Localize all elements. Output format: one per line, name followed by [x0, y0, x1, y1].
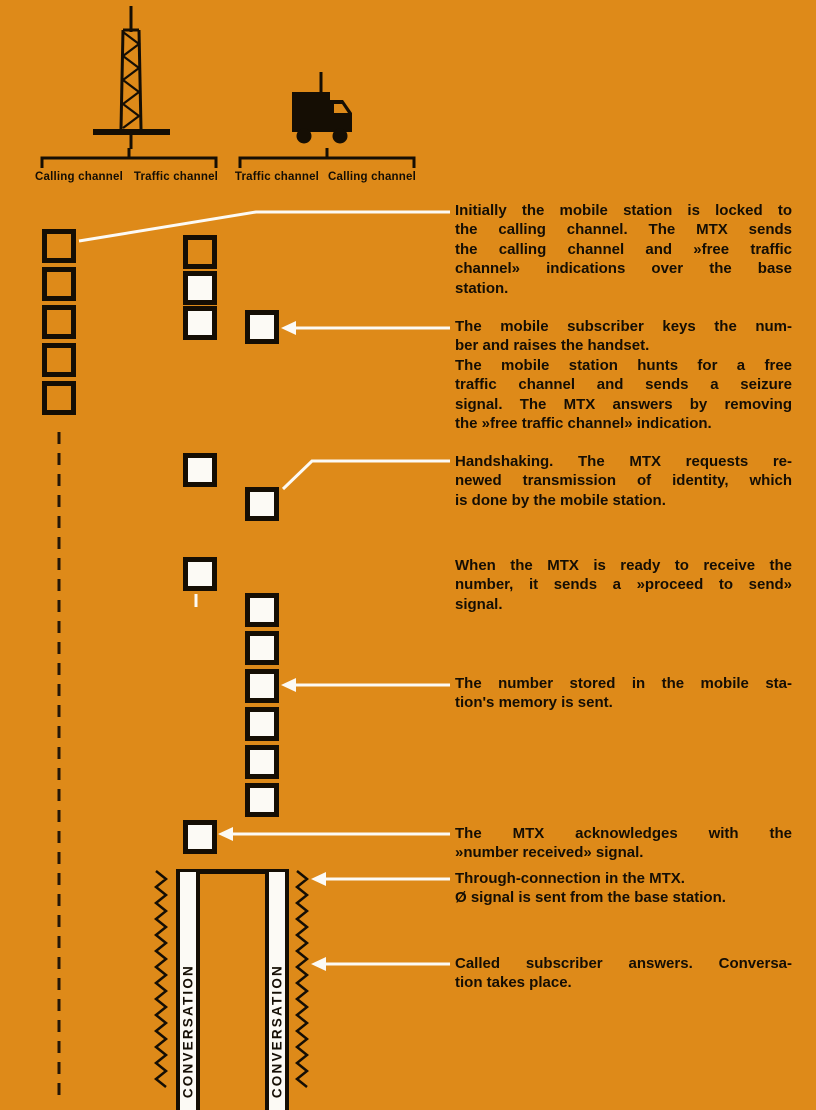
annotation-block: When the MTX is ready to receive the numb…: [455, 556, 792, 614]
signal-square: [183, 557, 217, 591]
signal-square: [245, 669, 279, 703]
annotation-line: Called subscriber answers. Conversa-: [455, 955, 792, 972]
annotation-line: number, it sends a »proceed to send»: [455, 576, 792, 594]
annotation-line: Ø signal is sent from the base station.: [455, 889, 726, 907]
annotation-line: signal.: [455, 595, 503, 613]
annotation-line: signal. The MTX answers by removing: [455, 395, 792, 413]
conversation-label-right: CONVERSATION: [269, 963, 285, 1098]
mobile-calling-channel-label: Calling channel: [328, 171, 416, 183]
signal-square: [42, 381, 76, 415]
annotation-line: Through-connection in the MTX.: [455, 870, 685, 887]
annotation-line: tion takes place.: [455, 974, 572, 992]
signal-square: [183, 453, 217, 487]
conversation-bar-left: CONVERSATION: [176, 872, 200, 1110]
annotation-line: The mobile subscriber keys the num-: [455, 318, 792, 335]
signal-square: [42, 267, 76, 301]
annotation-line: station.: [455, 279, 509, 297]
annotation-line: When the MTX is ready to receive the: [455, 557, 792, 574]
annotation-block: The MTX acknowledges with the »number rec…: [455, 824, 792, 863]
signal-square: [183, 306, 217, 340]
annotation-block: Through-connection in the MTX. Ø signal i…: [455, 869, 792, 908]
annotation-block: Initially the mobile station is locked t…: [455, 201, 792, 298]
base-traffic-channel-label: Traffic channel: [133, 171, 219, 183]
conversation-bar-right: CONVERSATION: [265, 872, 289, 1110]
signal-square: [245, 745, 279, 779]
through-connection-line: [176, 869, 289, 874]
annotation-line: The number stored in the mobile sta-: [455, 675, 792, 692]
signal-square: [183, 271, 217, 305]
annotation-line: channel» indications over the base: [455, 260, 792, 278]
signal-square: [183, 820, 217, 854]
signal-square: [245, 310, 279, 344]
annotation-line: The mobile station hunts for a free: [455, 356, 792, 374]
signal-square: [245, 593, 279, 627]
annotation-line: traffic channel and sends a seizure: [455, 376, 792, 394]
annotation-line: is done by the mobile station.: [455, 491, 666, 509]
annotation-line: »number received» signal.: [455, 844, 644, 862]
signal-square: [245, 783, 279, 817]
annotation-line: tion's memory is sent.: [455, 694, 613, 712]
annotation-line: The MTX acknowledges with the: [455, 825, 792, 842]
annotation-line: Initially the mobile station is locked t…: [455, 202, 792, 219]
mobile-traffic-channel-label: Traffic channel: [234, 171, 320, 183]
signal-square: [42, 343, 76, 377]
signal-square: [245, 707, 279, 741]
annotation-line: Handshaking. The MTX requests re-: [455, 453, 792, 470]
annotation-line: the calling channel and »free traffic: [455, 240, 792, 258]
conversation-label-left: CONVERSATION: [180, 963, 196, 1098]
annotation-line: newed transmission of identity, which: [455, 472, 792, 490]
annotation-block: The number stored in the mobile sta-tion…: [455, 674, 792, 713]
base-calling-channel-label: Calling channel: [35, 171, 123, 183]
signal-square: [183, 235, 217, 269]
annotation-line: ber and raises the handset.: [455, 337, 650, 355]
annotation-line: the calling channel. The MTX sends: [455, 221, 792, 239]
annotation-block: Handshaking. The MTX requests re-newed t…: [455, 452, 792, 510]
annotation-block: Called subscriber answers. Conversa-tion…: [455, 954, 792, 993]
annotation-block: The mobile subscriber keys the num-ber a…: [455, 317, 792, 433]
signal-square: [42, 305, 76, 339]
signal-square: [42, 229, 76, 263]
annotation-line: the »free traffic channel» indication.: [455, 415, 712, 433]
signal-square: [245, 631, 279, 665]
signal-square: [245, 487, 279, 521]
